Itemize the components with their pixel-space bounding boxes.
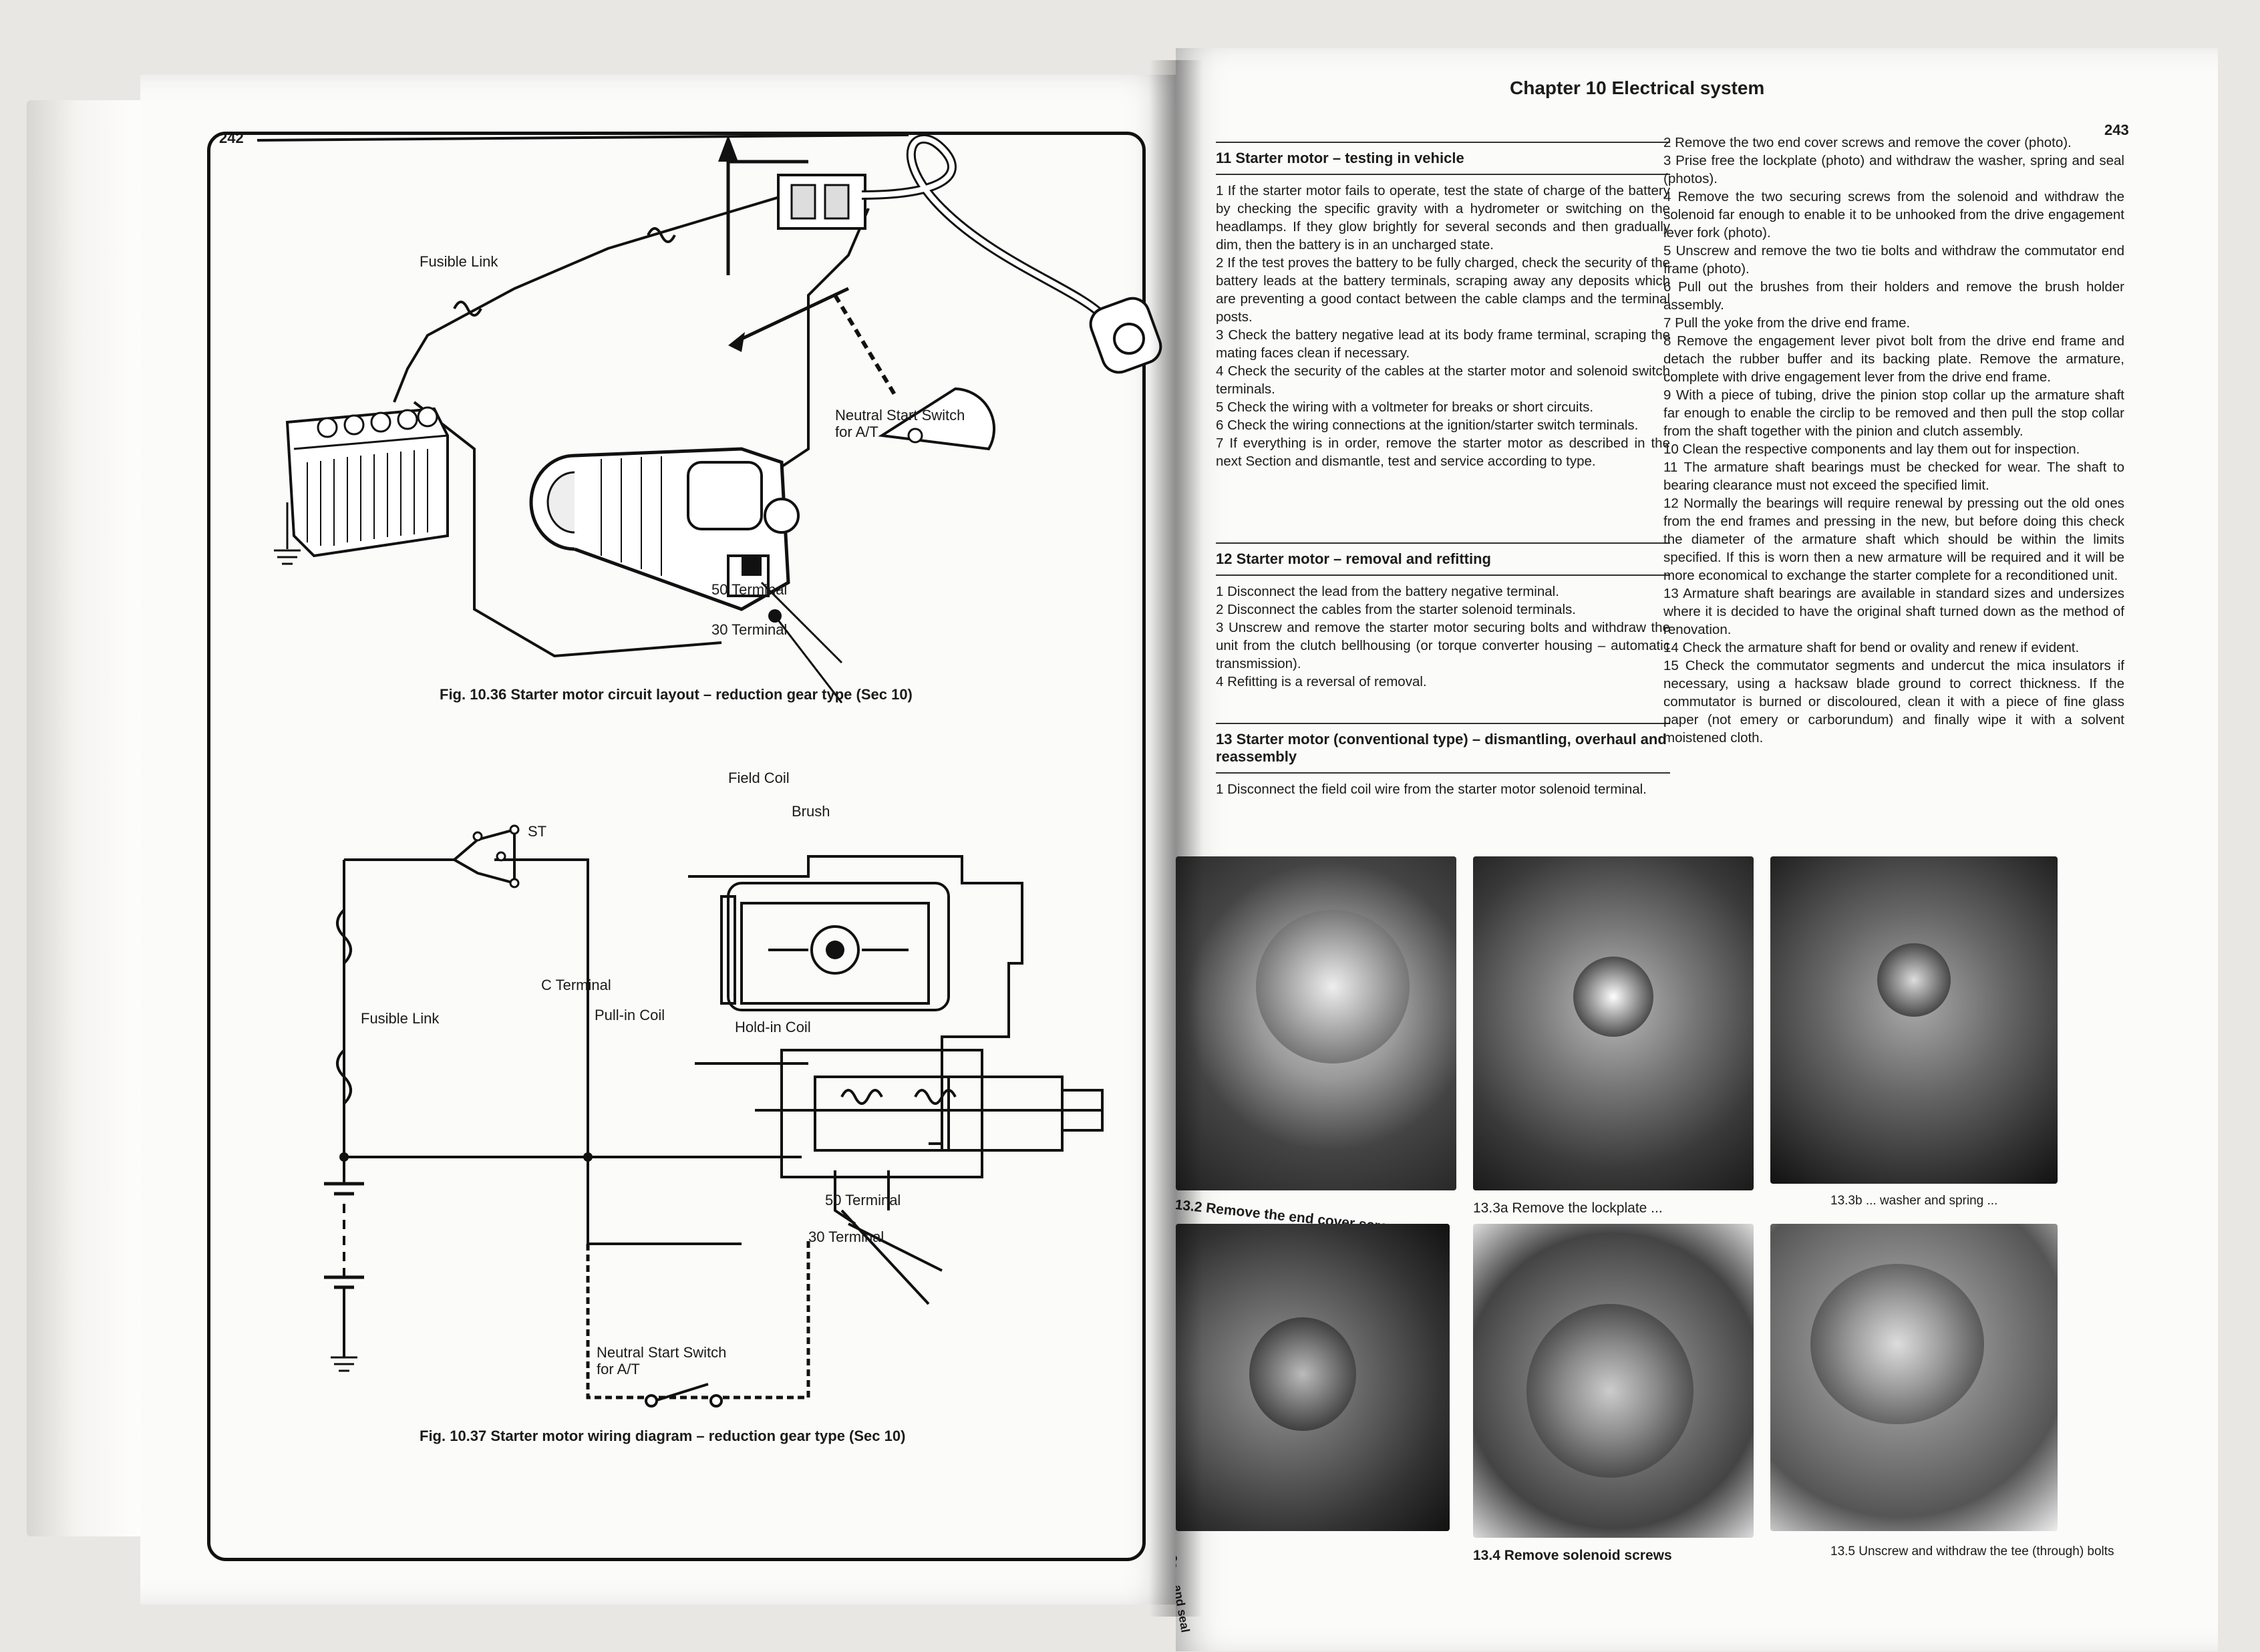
step-para: 15 Check the commutator segments and und… (1663, 658, 2124, 746)
step-para: 10 Clean the respective components and l… (1663, 442, 2080, 457)
section-13-heading: 13 Starter motor (conventional type) – d… (1216, 723, 1670, 774)
page-number-right: 243 (2104, 122, 2129, 138)
fig2-neutral-switch-label: Neutral Start Switch (597, 1344, 727, 1361)
fig2-50-terminal-label: 50 Terminal (825, 1192, 901, 1208)
right-page: Chapter 10 Electrical system 243 11 Star… (1176, 48, 2218, 1651)
fig2-pull-in-coil-label: Pull-in Coil (595, 1007, 665, 1023)
fig2-30-terminal-label: 30 Terminal (808, 1228, 884, 1245)
fig2-brush-label: Brush (792, 803, 830, 820)
section-11-para: 7 If everything is in order, remove the … (1216, 436, 1670, 469)
fig2-field-coil-label: Field Coil (728, 770, 790, 786)
step-para: 5 Unscrew and remove the two tie bolts a… (1663, 243, 2124, 277)
section-11-para: 2 If the test proves the battery to be f… (1216, 255, 1670, 325)
fig-10-37-caption: Fig. 10.37 Starter motor wiring diagram … (420, 1428, 906, 1444)
step-para: 2 Remove the two end cover screws and re… (1663, 135, 2072, 150)
step-para: 7 Pull the yoke from the drive end frame… (1663, 315, 1911, 331)
section-13-continued: 2 Remove the two end cover screws and re… (1663, 134, 2124, 747)
step-para: 3 Prise free the lockplate (photo) and w… (1663, 153, 2124, 186)
photo-caption-13-3a: 13.3a Remove the lockplate ... (1473, 1200, 1663, 1216)
photo-lockplate (1473, 856, 1754, 1190)
section-11-para: 1 If the starter motor fails to operate,… (1216, 183, 1670, 253)
fig1-for-at-label: for A/T (835, 424, 878, 440)
chapter-title: Chapter 10 Electrical system (1510, 77, 1765, 98)
step-para: 13 Armature shaft bearings are available… (1663, 586, 2124, 637)
section-12-heading: 12 Starter motor – removal and refitting (1216, 542, 1670, 576)
book-gutter (1149, 60, 1202, 1617)
section-12-para: 2 Disconnect the cables from the starter… (1216, 602, 1576, 617)
section-12-para: 1 Disconnect the lead from the battery n… (1216, 584, 1559, 599)
section-13: 13 Starter motor (conventional type) – d… (1216, 723, 1670, 798)
starter-wiring-diagram (324, 824, 1104, 1408)
fig2-hold-in-coil-label: Hold-in Coil (735, 1019, 811, 1035)
section-11-para: 3 Check the battery negative lead at its… (1216, 327, 1670, 361)
step-para: 12 Normally the bearings will require re… (1663, 496, 2124, 583)
step-para: 6 Pull out the brushes from their holder… (1663, 279, 2124, 313)
photo-tie-bolts (1770, 1224, 2058, 1531)
fig1-50-terminal-label: 50 Terminal (711, 581, 788, 598)
section-11-heading: 11 Starter motor – testing in vehicle (1216, 142, 1670, 175)
photo-caption-13-5: 13.5 Unscrew and withdraw the tee (throu… (1830, 1544, 2114, 1558)
fig2-c-terminal-label: C Terminal (541, 977, 611, 993)
photo-caption-13-4: 13.4 Remove solenoid screws (1473, 1548, 1672, 1563)
fig1-30-terminal-label: 30 Terminal (711, 621, 788, 638)
photo-washer-spring (1770, 856, 2058, 1184)
step-para: 4 Remove the two securing screws from th… (1663, 189, 2124, 240)
step-para: 8 Remove the engagement lever pivot bolt… (1663, 333, 2124, 385)
step-para: 9 With a piece of tubing, drive the pini… (1663, 387, 2124, 439)
section-11: 11 Starter motor – testing in vehicle 1 … (1216, 142, 1670, 470)
section-13-para: 1 Disconnect the field coil wire from th… (1216, 782, 1647, 797)
photo-solenoid-screws (1473, 1224, 1754, 1538)
photo-seal (1176, 1224, 1450, 1531)
section-12: 12 Starter motor – removal and refitting… (1216, 542, 1670, 691)
battery-drawing (274, 406, 449, 565)
photo-end-cover-screws (1176, 856, 1456, 1190)
starter-circuit-layout-diagram (257, 134, 1162, 703)
step-para: 11 The armature shaft bearings must be c… (1663, 460, 2124, 493)
section-11-para: 5 Check the wiring with a voltmeter for … (1216, 399, 1594, 415)
page-edges (27, 100, 154, 1536)
fig1-fusible-link-label: Fusible Link (420, 253, 498, 270)
section-12-para: 3 Unscrew and remove the starter motor s… (1216, 620, 1670, 671)
fig2-for-at-label: for A/T (597, 1361, 640, 1377)
section-12-para: 4 Refitting is a reversal of removal. (1216, 674, 1427, 689)
photo-caption-13-3b: 13.3b ... washer and spring ... (1830, 1194, 1998, 1208)
fig2-st-label: ST (528, 823, 547, 840)
section-11-para: 4 Check the security of the cables at th… (1216, 363, 1670, 397)
starter-motor-drawing (529, 447, 800, 623)
fig2-fusible-link-label: Fusible Link (361, 1010, 440, 1027)
fig-10-36-caption: Fig. 10.36 Starter motor circuit layout … (440, 686, 913, 703)
section-11-para: 6 Check the wiring connections at the ig… (1216, 418, 1639, 433)
fig1-neutral-switch-label: Neutral Start Switch (835, 407, 965, 424)
left-page: 242 (140, 75, 1176, 1605)
figure-frame (207, 132, 1146, 1561)
step-para: 14 Check the armature shaft for bend or … (1663, 640, 2080, 655)
